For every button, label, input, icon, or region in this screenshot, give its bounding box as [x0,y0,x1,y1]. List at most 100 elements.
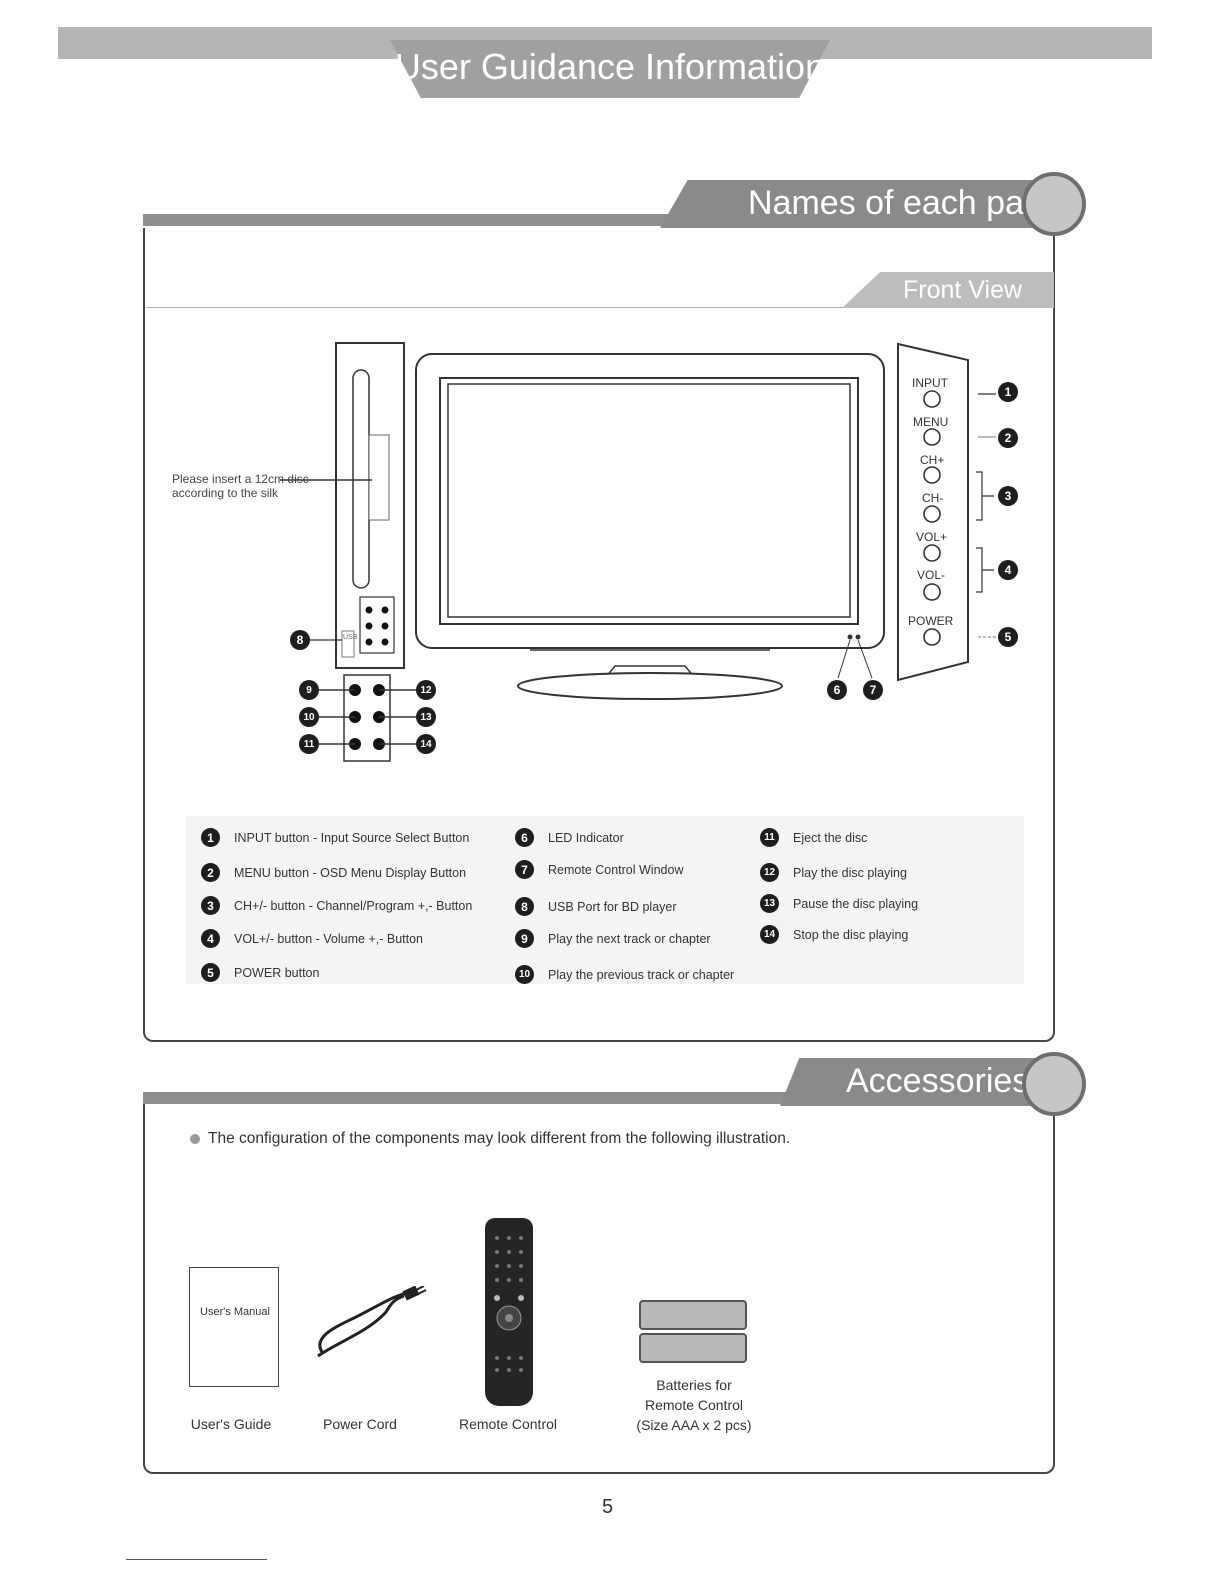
legend-number: 11 [760,828,779,847]
legend-item-7: 7 Remote Control Window [515,860,683,879]
section-circle-icon [1022,172,1086,236]
disc-note-line: Please insert a 12cm disc [172,472,309,486]
legend-item-1: 1 INPUT button - Input Source Select Butt… [201,828,469,847]
legend-text: VOL+/- button - Volume +,- Button [234,931,423,946]
accessories-note: The configuration of the components may … [190,1130,790,1148]
bullet-icon [190,1134,200,1144]
accessories-note-text: The configuration of the components may … [208,1130,791,1147]
legend-number: 1 [201,828,220,847]
disc-player-illustration [280,342,418,762]
legend-box [186,816,1024,984]
legend-item-9: 9 Play the next track or chapter [515,929,711,948]
names-section-panel [143,228,1055,1042]
legend-number: 14 [760,925,779,944]
disc-insert-note: Please insert a 12cm disc according to t… [172,472,309,500]
legend-text: MENU button - OSD Menu Display Button [234,865,467,880]
legend-number: 6 [515,828,534,847]
legend-item-10: 10 Play the previous track or chapter [515,965,734,984]
legend-item-14: 14 Stop the disc playing [760,925,908,944]
badge-6: 6 [827,680,847,700]
manual-cover-text: User's Manual [200,1306,270,1318]
legend-number: 2 [201,863,220,882]
section-title-accessories: Accessories [846,1062,1030,1100]
legend-number: 10 [515,965,534,984]
legend-number: 4 [201,929,220,948]
badge-1: 1 [998,382,1018,402]
legend-text: Stop the disc playing [793,927,909,942]
legend-number: 3 [201,896,220,915]
section-tab [780,1058,1055,1106]
header-title-tab [390,40,830,98]
badge-9: 9 [299,680,319,700]
legend-text: Pause the disc playing [793,896,919,911]
side-label-menu: MENU [913,415,949,429]
page-number: 5 [602,1496,614,1518]
side-label-vol-minus: VOL- [917,568,946,582]
legend-text: USB Port for BD player [548,899,677,914]
legend-text: LED Indicator [548,830,624,845]
side-label-input: INPUT [912,376,948,390]
section-circle-icon [1022,1052,1086,1116]
legend-number: 12 [760,863,779,882]
legend-text: CH+/- button - Channel/Program +,- Butto… [234,898,473,913]
legend-number: 8 [515,897,534,916]
legend-item-11: 11 Eject the disc [760,828,867,847]
legend-text: Play the previous track or chapter [548,967,735,982]
side-label-power: POWER [908,614,954,628]
side-label-vol-plus: VOL+ [916,530,948,544]
legend-number: 5 [201,963,220,982]
page-title: User Guidance Information [394,46,826,87]
users-manual-illustration [189,1267,279,1387]
subsection-tab [842,272,1054,308]
side-label-ch-minus: CH- [922,491,944,505]
badge-3: 3 [998,486,1018,506]
legend-number: 7 [515,860,534,879]
legend-item-6: 6 LED Indicator [515,828,624,847]
caption-power-cord: Power Cord [323,1416,397,1432]
badge-2: 2 [998,428,1018,448]
footer-divider [126,1559,267,1560]
legend-item-8: 8 USB Port for BD player [515,897,677,916]
subsection-title-front-view: Front View [903,276,1023,304]
badge-7: 7 [863,680,883,700]
battery-icon [639,1300,747,1330]
legend-item-5: 5 POWER button [201,963,319,982]
accessories-section-panel [143,1104,1055,1474]
legend-text: Play the disc playing [793,865,907,880]
caption-remote-control: Remote Control [458,1416,558,1432]
legend-number: 9 [515,929,534,948]
side-label-ch-plus: CH+ [920,453,945,467]
badge-14: 14 [416,734,436,754]
section-title-names: Names of each part [748,184,1045,222]
side-button-panel [897,342,996,682]
legend-text: INPUT button - Input Source Select Butto… [234,830,470,845]
legend-item-2: 2 MENU button - OSD Menu Display Button [201,863,466,882]
subsection-divider [146,307,1051,308]
legend-text: Play the next track or chapter [548,931,711,946]
legend-item-13: 13 Pause the disc playing [760,894,918,913]
battery-icon [639,1333,747,1363]
caption-batteries: Batteries for Remote Control (Size AAA x… [622,1375,766,1435]
remote-buttons-icon [494,1236,524,1372]
legend-item-12: 12 Play the disc playing [760,863,907,882]
badge-11: 11 [299,734,319,754]
section-tab [660,180,1055,228]
legend-text: POWER button [234,965,320,980]
badge-8: 8 [290,630,310,650]
legend-text: Remote Control Window [548,862,684,877]
badge-13: 13 [416,707,436,727]
power-cord-illustration [317,1286,427,1358]
legend-text: Eject the disc [793,830,868,845]
usb-label: USB [343,634,358,641]
legend-item-3: 3 CH+/- button - Channel/Program +,- Butt… [201,896,472,915]
legend-item-4: 4 VOL+/- button - Volume +,- Button [201,929,423,948]
batteries-line: Remote Control [644,1397,744,1413]
badge-5: 5 [998,627,1018,647]
badge-12: 12 [416,680,436,700]
tv-illustration [415,353,885,700]
batteries-line: (Size AAA x 2 pcs) [636,1417,752,1433]
caption-users-guide: User's Guide [190,1416,272,1432]
legend-number: 13 [760,894,779,913]
batteries-line: Batteries for [656,1377,732,1393]
disc-note-line: according to the silk [172,486,279,500]
